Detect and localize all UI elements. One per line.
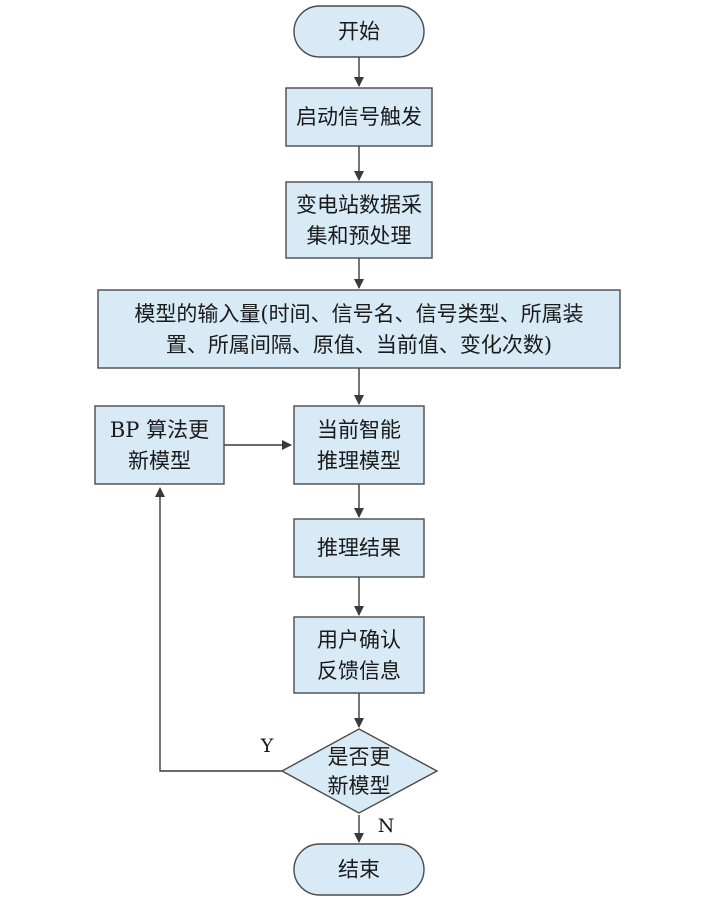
node-end: 结束 [293,843,425,896]
inputs-label-line1: 模型的输入量(时间、信号名、信号类型、所属装 [134,302,583,326]
confirm-label-line1: 用户确认 [317,628,401,652]
bp-box [94,405,225,485]
start-label: 开始 [338,20,380,44]
result-label: 推理结果 [317,536,401,560]
collect-label-line1: 变电站数据采 [296,193,422,217]
edge-decision-bp-yes [155,487,282,772]
trigger-box [285,87,433,147]
node-start: 开始 [293,5,425,58]
model-label-line2: 推理模型 [317,449,401,473]
end-label: 结束 [338,858,380,882]
trigger-label: 启动信号触发 [296,105,422,129]
confirm-label-line2: 反馈信息 [317,659,401,683]
end-terminal-shape [293,843,425,896]
node-bp: BP 算法更 新模型 [94,405,225,485]
inputs-box [97,289,621,369]
decision-diamond [280,728,439,814]
yes-label: Y [260,735,274,757]
node-decision: 是否更 新模型 [280,728,439,814]
bp-label-line1: BP 算法更 [110,418,209,442]
collect-label-line2: 集和预处理 [307,224,412,248]
node-trigger: 启动信号触发 [285,87,433,147]
model-box [293,405,425,485]
node-collect: 变电站数据采 集和预处理 [285,181,433,259]
model-label-line1: 当前智能 [317,418,401,442]
decision-label-line2: 新模型 [328,774,391,798]
node-model: 当前智能 推理模型 [293,405,425,485]
collect-box [285,181,433,259]
node-confirm: 用户确认 反馈信息 [293,616,425,694]
no-label: N [378,815,395,837]
start-terminal-shape [293,5,425,58]
node-result: 推理结果 [293,518,425,578]
decision-label-line1: 是否更 [328,745,391,769]
bp-label-line2: 新模型 [128,449,191,473]
confirm-box [293,616,425,694]
result-box [293,518,425,578]
edges [155,57,364,843]
inputs-label-line2: 置、所属间隔、原值、当前值、变化次数) [166,333,552,357]
node-inputs: 模型的输入量(时间、信号名、信号类型、所属装 置、所属间隔、原值、当前值、变化次… [97,289,621,369]
